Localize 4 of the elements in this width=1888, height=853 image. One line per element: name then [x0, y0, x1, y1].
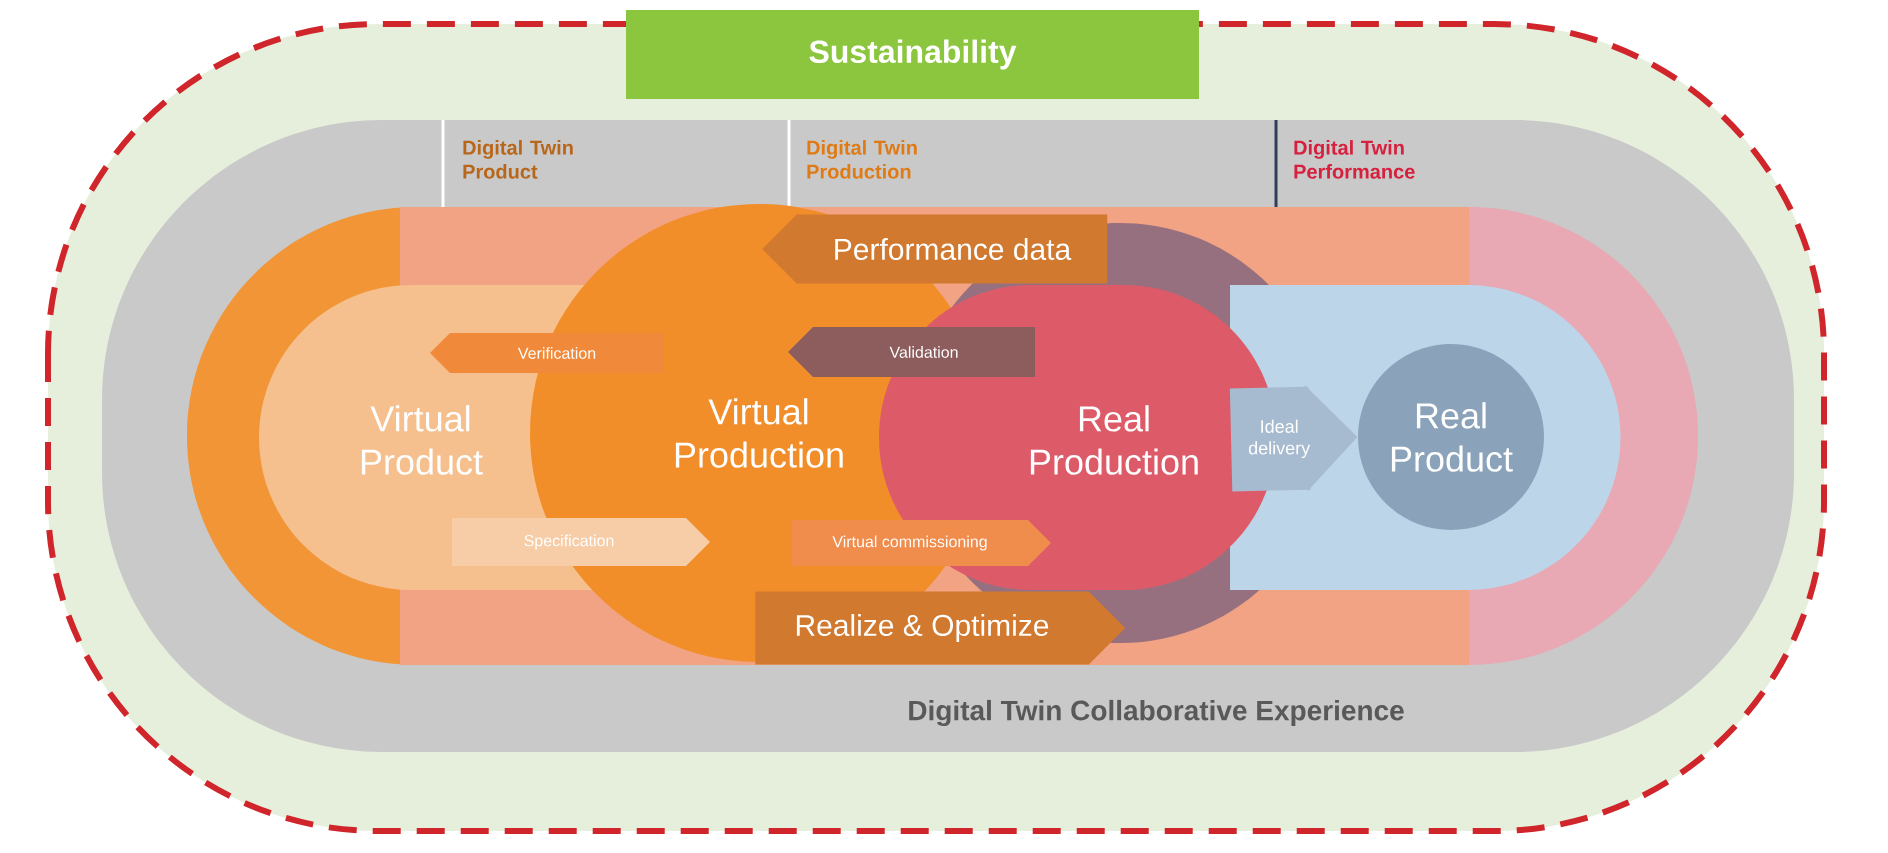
column-heading: Digital Twin Production — [807, 140, 917, 179]
title-banner: Sustainability — [626, 10, 1199, 99]
column-heading: Digital Twin Product — [463, 140, 573, 179]
column-heading: Digital Twin Performance — [1294, 140, 1415, 179]
